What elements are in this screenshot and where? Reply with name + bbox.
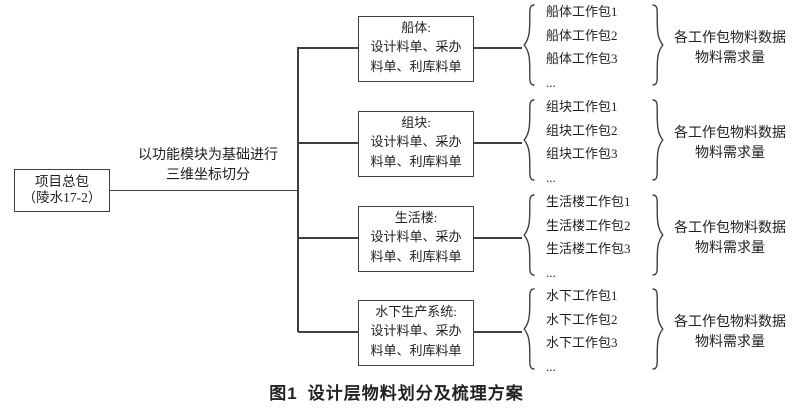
- module-box-title: 船体:: [401, 20, 431, 35]
- work-package-list: 生活楼工作包1 生活楼工作包2 生活楼工作包3 ...: [546, 190, 631, 284]
- trunk-box-connector: [298, 331, 358, 333]
- opening-brace-icon: [523, 4, 535, 86]
- module-box-line3: 料单、利库料单: [370, 248, 462, 264]
- closing-brace-icon: [652, 99, 664, 181]
- group-living-quarters: 生活楼: 设计料单、采办 料单、利库料单 生活楼工作包1 生活楼工作包2 生活楼…: [0, 190, 793, 285]
- work-package-item: 水下工作包2: [546, 311, 618, 327]
- module-box-living-quarters: 生活楼: 设计料单、采办 料单、利库料单: [358, 206, 474, 272]
- trunk-connector: [297, 47, 299, 332]
- root-box-line2: （陵水17-2）: [22, 190, 102, 205]
- group-label: 各工作包物料数据 物料需求量: [668, 29, 792, 69]
- work-package-item: 船体工作包2: [546, 27, 618, 43]
- root-trunk-connector: [110, 189, 298, 191]
- work-package-ellipsis: ...: [546, 74, 556, 90]
- trunk-box-connector: [298, 237, 358, 239]
- group-label-line2: 物料需求量: [695, 51, 765, 66]
- trunk-box-connector: [298, 142, 358, 144]
- work-package-ellipsis: ...: [546, 264, 556, 280]
- group-label-line1: 各工作包物料数据: [674, 221, 786, 236]
- work-package-item: 组块工作包1: [546, 99, 618, 114]
- group-label-line1: 各工作包物料数据: [674, 31, 786, 46]
- group-label: 各工作包物料数据 物料需求量: [668, 313, 792, 353]
- group-label-line1: 各工作包物料数据: [674, 315, 786, 330]
- module-box-title: 水下生产系统:: [375, 304, 457, 319]
- opening-brace-icon: [523, 194, 535, 276]
- closing-brace-icon: [652, 194, 664, 276]
- work-package-item: 生活楼工作包1: [546, 194, 631, 209]
- figure-caption: 图1 设计层物料划分及梳理方案: [0, 384, 793, 404]
- group-label-line2: 物料需求量: [695, 241, 765, 256]
- work-package-item: 船体工作包3: [546, 51, 618, 66]
- module-box-title: 生活楼:: [394, 210, 438, 225]
- work-package-item: 组块工作包2: [546, 122, 618, 138]
- work-package-list: 水下工作包1 水下工作包2 水下工作包3 ...: [546, 284, 618, 378]
- work-package-list: 船体工作包1 船体工作包2 船体工作包3 ...: [546, 0, 618, 94]
- box-brace-connector: [474, 47, 522, 49]
- module-box-title: 组块:: [401, 115, 431, 130]
- module-box-line3: 料单、利库料单: [370, 153, 462, 169]
- opening-brace-icon: [523, 288, 535, 370]
- root-box-line1: 项目总包: [35, 174, 89, 189]
- group-block: 组块: 设计料单、采办 料单、利库料单 组块工作包1 组块工作包2 组块工作包3…: [0, 95, 793, 190]
- work-package-ellipsis: ...: [546, 169, 556, 185]
- group-label: 各工作包物料数据 物料需求量: [668, 124, 792, 164]
- group-hull: 船体: 设计料单、采办 料单、利库料单 船体工作包1 船体工作包2 船体工作包3…: [0, 0, 793, 95]
- trunk-box-connector: [298, 47, 358, 49]
- work-package-item: 生活楼工作包2: [546, 217, 631, 233]
- module-box-hull: 船体: 设计料单、采办 料单、利库料单: [358, 16, 474, 82]
- figure-caption-number: 图1: [269, 384, 298, 403]
- module-box-subsea-system: 水下生产系统: 设计料单、采办 料单、利库料单: [358, 300, 474, 366]
- group-subsea-system: 水下生产系统: 设计料单、采办 料单、利库料单 水下工作包1 水下工作包2 水下…: [0, 284, 793, 379]
- module-box-line2: 设计料单、采办: [370, 229, 462, 245]
- group-label-line1: 各工作包物料数据: [674, 126, 786, 141]
- module-box-line2: 设计料单、采办: [370, 39, 462, 55]
- root-box: 项目总包 （陵水17-2）: [14, 169, 110, 212]
- work-package-list: 组块工作包1 组块工作包2 组块工作包3 ...: [546, 95, 618, 189]
- box-brace-connector: [474, 142, 522, 144]
- group-label: 各工作包物料数据 物料需求量: [668, 219, 792, 259]
- work-package-item: 船体工作包1: [546, 4, 618, 19]
- branch-label: 以功能模块为基础进行 三维坐标切分: [118, 146, 298, 186]
- closing-brace-icon: [652, 4, 664, 86]
- work-package-item: 生活楼工作包3: [546, 241, 631, 256]
- work-package-item: 组块工作包3: [546, 146, 618, 161]
- module-box-block: 组块: 设计料单、采办 料单、利库料单: [358, 111, 474, 177]
- work-package-item: 水下工作包1: [546, 288, 618, 303]
- box-brace-connector: [474, 331, 522, 333]
- box-brace-connector: [474, 237, 522, 239]
- opening-brace-icon: [523, 99, 535, 181]
- branch-label-line1: 以功能模块为基础进行: [138, 148, 278, 163]
- closing-brace-icon: [652, 288, 664, 370]
- group-label-line2: 物料需求量: [695, 335, 765, 350]
- figure-caption-title: 设计层物料划分及梳理方案: [307, 384, 524, 403]
- branch-label-line2: 三维坐标切分: [166, 168, 250, 183]
- module-box-line2: 设计料单、采办: [370, 134, 462, 150]
- group-label-line2: 物料需求量: [695, 146, 765, 161]
- work-package-ellipsis: ...: [546, 358, 556, 374]
- work-package-item: 水下工作包3: [546, 335, 618, 350]
- module-box-line3: 料单、利库料单: [370, 342, 462, 358]
- module-box-line2: 设计料单、采办: [370, 323, 462, 339]
- module-box-line3: 料单、利库料单: [370, 58, 462, 74]
